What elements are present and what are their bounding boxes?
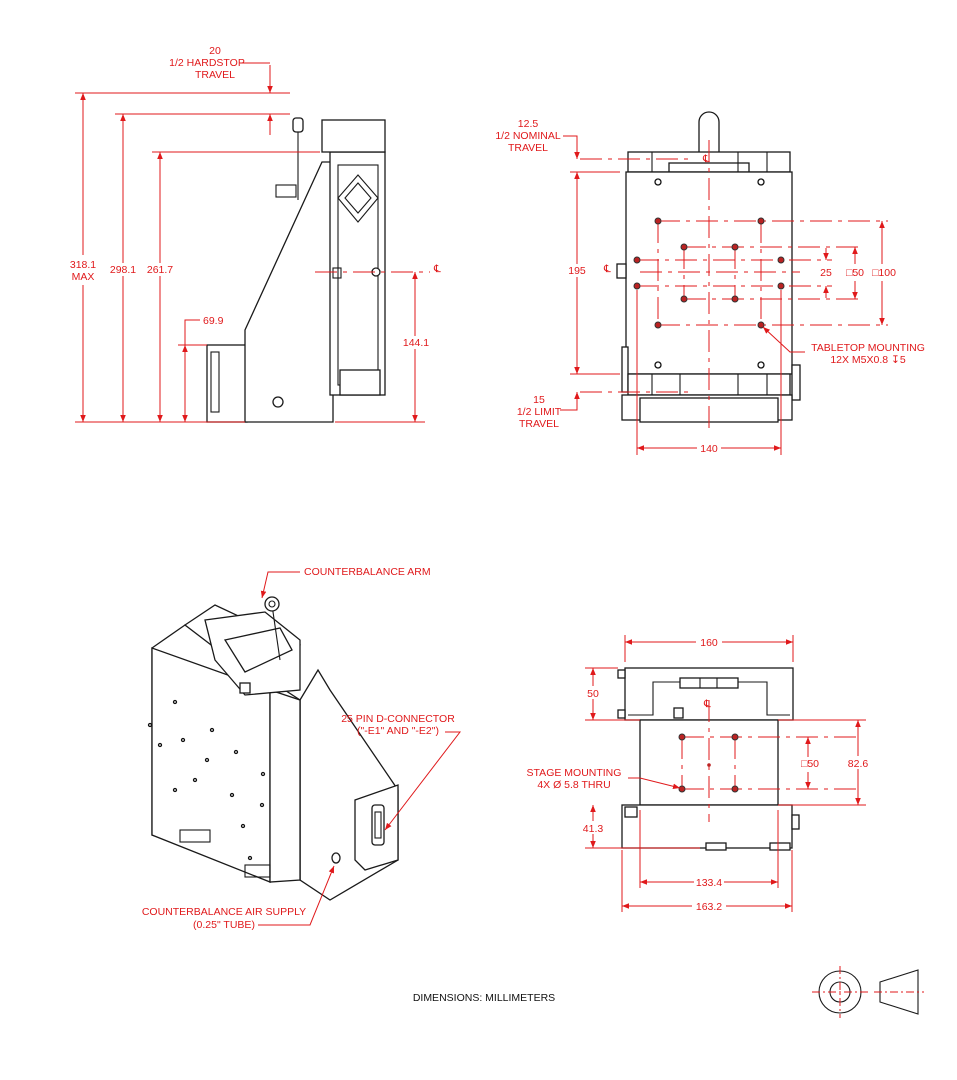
limit-label: 1/2 LIMIT xyxy=(517,406,562,418)
hardstop-label-2: TRAVEL xyxy=(195,69,235,81)
tabletop-mounting-spec: 12X M5X0.8 ↧5 xyxy=(830,354,906,366)
dim-133: 133.4 xyxy=(696,877,722,889)
connector-label: 25 PIN D-CONNECTOR xyxy=(341,713,455,725)
stage-mounting-spec: 4X Ø 5.8 THRU xyxy=(537,779,610,791)
dim-163: 163.2 xyxy=(696,901,722,913)
dim-298: 298.1 xyxy=(110,264,136,276)
top-centerline: ℄ xyxy=(703,698,711,710)
dim-sq50-top: □50 xyxy=(801,758,819,770)
stage-mounting-label: STAGE MOUNTING xyxy=(527,767,622,779)
limit-value: 15 xyxy=(533,394,545,406)
dim-69: 69.9 xyxy=(203,315,224,327)
dim-25: 25 xyxy=(820,267,832,279)
dim-82: 82.6 xyxy=(848,758,869,770)
air-supply-label-2: (0.25" TUBE) xyxy=(193,919,255,931)
nominal-value: 12.5 xyxy=(518,118,539,130)
front-centerline-left: ℄ xyxy=(603,263,611,275)
limit-label-2: TRAVEL xyxy=(519,418,559,430)
hardstop-label: 1/2 HARDSTOP xyxy=(169,57,245,69)
dim-50: 50 xyxy=(587,688,599,700)
side-centerline: ℄ xyxy=(433,263,441,275)
top-view: ℄ 160 50 82.6 □50 41.3 133.4 xyxy=(527,635,873,913)
nominal-label: 1/2 NOMINAL xyxy=(495,130,561,142)
dim-195: 195 xyxy=(568,265,586,277)
isometric-view: COUNTERBALANCE ARM 25 PIN D-CONNECTOR ("… xyxy=(142,566,462,931)
dim-41: 41.3 xyxy=(583,823,604,835)
dim-140: 140 xyxy=(700,443,718,455)
tabletop-hole-pattern xyxy=(580,140,888,455)
counterbalance-arm-label: COUNTERBALANCE ARM xyxy=(304,566,431,578)
dim-160: 160 xyxy=(700,637,718,649)
front-view: 195 12.5 1/2 NOMINAL TRAVEL 15 1/2 LIMIT… xyxy=(495,111,925,455)
nominal-label-2: TRAVEL xyxy=(508,142,548,154)
dim-318-max: MAX xyxy=(72,271,95,283)
air-supply-label: COUNTERBALANCE AIR SUPPLY xyxy=(142,906,306,918)
dim-sq50: □50 xyxy=(846,267,864,279)
connector-label-2: ("-E1" AND "-E2") xyxy=(357,725,439,737)
dim-sq100: □100 xyxy=(872,267,896,279)
front-centerline-top: ℄ xyxy=(702,153,710,165)
top-view-dimensions: 160 50 82.6 □50 41.3 133.4 163.2 xyxy=(527,635,873,913)
front-view-dimensions: 195 12.5 1/2 NOMINAL TRAVEL 15 1/2 LIMIT… xyxy=(495,118,925,455)
units-note: DIMENSIONS: MILLIMETERS xyxy=(413,992,555,1004)
projection-symbol xyxy=(812,966,924,1018)
face-holes xyxy=(147,699,266,861)
dim-261: 261.7 xyxy=(147,264,173,276)
dim-144: 144.1 xyxy=(403,337,429,349)
dim-318-value: 318.1 xyxy=(70,259,96,271)
tabletop-mounting-label: TABLETOP MOUNTING xyxy=(811,342,925,354)
side-view-body xyxy=(206,117,386,423)
hardstop-value: 20 xyxy=(209,45,221,57)
side-view: 20 1/2 HARDSTOP TRAVEL 318.1 MAX 298.1 2… xyxy=(66,45,441,423)
side-view-dimensions: 20 1/2 HARDSTOP TRAVEL 318.1 MAX 298.1 2… xyxy=(66,45,441,423)
